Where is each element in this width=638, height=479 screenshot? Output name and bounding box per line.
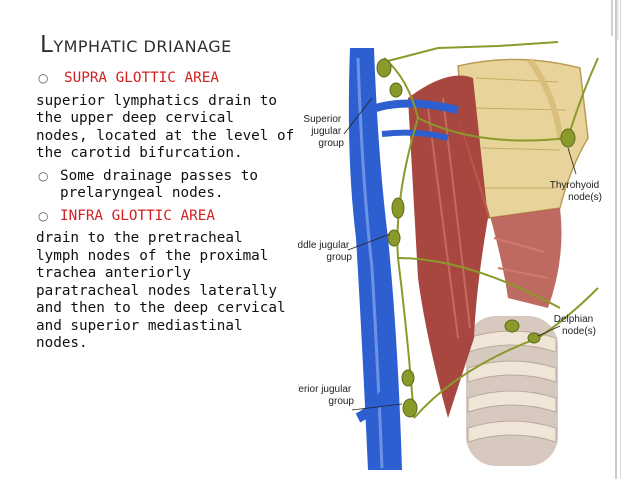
para-line: paratracheal nodes laterally [36,282,278,299]
label-thyrohyoid: Thyrohyoid node(s) [550,180,602,203]
para-line: the upper deep cervical [36,110,234,126]
bullet-supra-glottic: ○ SUPRA GLOTTIC AREA [36,70,298,88]
strap-muscles [408,75,562,418]
middle-jugular-node [391,197,405,219]
edge-rule-thin [620,0,621,479]
para-line: superior lymphatics drain to [36,92,278,109]
thyrohyoid-node [560,128,576,148]
para-line: lymph nodes of the proximal [36,247,269,264]
inferior-jugular-node [401,369,415,387]
delphian-node [527,332,541,344]
bullet-drainage: ○ Some drainage passes to prelaryngeal n… [36,168,298,203]
superior-jugular-node [376,58,392,78]
figure-labels: Superior jugular group Middle jugular gr… [298,114,602,407]
para-infra: drain to the pretracheal lymph nodes of … [36,230,298,353]
title-rest: ymphatic drianage [53,37,232,56]
trachea-illustration [466,316,558,466]
middle-jugular-node [387,229,401,247]
para-line: drain to the pretracheal [36,230,243,246]
slide-title: Lymphatic drianage [40,32,232,58]
bullet-supra-label: SUPRA GLOTTIC AREA [64,70,219,86]
bullet-infra-glottic: ○ INFRA GLOTTIC AREA [36,208,298,226]
label-superior-jugular: Superior jugular group [303,114,344,149]
lymph-nodes [376,58,576,418]
para-line: and then to the deep cervical [36,300,286,316]
para-line: trachea anteriorly [36,265,191,281]
label-leaders [343,97,577,411]
bullet-icon: ○ [38,168,49,183]
label-middle-jugular: Middle jugular group [298,240,352,263]
title-first-letter: L [40,32,54,58]
label-inferior-jugular: Inferior jugular group [298,384,354,407]
para-supra: superior lymphatics drain to the upper d… [36,93,298,163]
internal-jugular-vein [348,48,459,470]
slide-body: ○ SUPRA GLOTTIC AREA superior lymphatics… [36,70,298,353]
delphian-node [504,319,520,333]
para-line: nodes. [36,335,88,351]
superior-jugular-node [389,82,403,98]
edge-rule [615,0,617,479]
label-delphian: Delphian node(s) [554,314,596,337]
bullet-infra-label: INFRA GLOTTIC AREA [60,207,215,224]
bullet-line-text: Some drainage passes to [60,167,258,184]
para-line: the carotid bifurcation. [36,145,243,161]
bullet-line-text: prelaryngeal nodes. [60,185,224,201]
bullet-icon: ○ [38,71,49,85]
lymphatic-anatomy-figure: Superior jugular group Middle jugular gr… [298,41,602,470]
inferior-jugular-node [402,398,418,418]
bullet-icon: ○ [38,208,49,223]
corner-ornament [611,0,619,40]
para-line: nodes, located at the level of [36,127,295,144]
para-line: and superior mediastinal [36,317,243,334]
